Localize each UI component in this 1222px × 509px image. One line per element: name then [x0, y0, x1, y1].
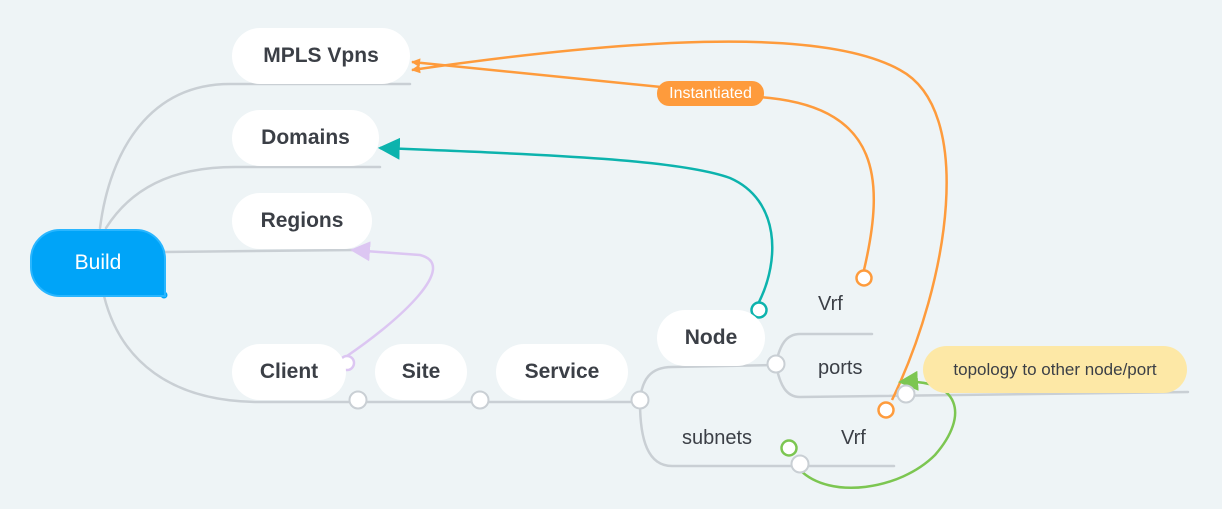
subtopic-subnets[interactable]: subnets	[682, 427, 752, 450]
root-topic-label: Build	[74, 251, 122, 274]
relation-endpoint-vrf-top[interactable]	[855, 269, 873, 287]
topic-client[interactable]: Client	[232, 344, 346, 400]
collapse-handle-service[interactable]	[630, 390, 650, 410]
topic-regions[interactable]: Regions	[232, 193, 372, 249]
relationship-label-topology[interactable]: topology to other node/port	[923, 346, 1187, 393]
subtopic-ports[interactable]: ports	[818, 357, 862, 380]
collapse-handle-ports[interactable]	[896, 384, 916, 404]
topic-service-label: Service	[524, 360, 600, 383]
subtopic-vrf-top[interactable]: Vrf	[818, 293, 843, 316]
subtopic-vrf-top-label: Vrf	[818, 293, 843, 315]
relation-endpoint-vrf-bottom[interactable]	[877, 401, 895, 419]
collapse-handles	[348, 354, 916, 474]
topic-regions-label: Regions	[260, 209, 344, 232]
topic-mpls-vpns-label: MPLS Vpns	[263, 44, 379, 67]
topic-mpls-vpns[interactable]: MPLS Vpns	[232, 28, 410, 84]
relation-endpoint-subnets[interactable]	[780, 439, 798, 457]
topic-domains[interactable]: Domains	[232, 110, 379, 166]
collapse-handle-subnets[interactable]	[790, 454, 810, 474]
topic-site[interactable]: Site	[375, 344, 467, 400]
topic-site-label: Site	[401, 360, 441, 383]
topic-node[interactable]: Node	[657, 310, 765, 366]
branch-build-domains	[104, 165, 382, 230]
collapse-handle-client[interactable]	[348, 390, 368, 410]
relation-client-to-regions	[346, 241, 435, 358]
relation-vrf-bottom-to-mpls	[411, 40, 948, 401]
branch-build-mpls	[98, 82, 412, 230]
relation-node-to-domains	[377, 137, 774, 303]
subtopic-vrf-bottom-label: Vrf	[841, 427, 866, 449]
subtopic-ports-label: ports	[818, 357, 863, 379]
collapse-handle-site[interactable]	[470, 390, 490, 410]
relationship-label-topology-text: topology to other node/port	[953, 359, 1157, 379]
branch-build-regions	[162, 248, 357, 254]
relation-endpoint-node[interactable]	[750, 301, 768, 319]
relationship-label-instantiated-text: Instantiated	[669, 84, 752, 102]
branch-service-node	[638, 363, 778, 402]
branch-lines	[98, 82, 1190, 468]
subtopic-vrf-bottom[interactable]: Vrf	[841, 427, 866, 450]
subtopic-subnets-label: subnets	[682, 427, 753, 449]
branch-build-client	[102, 294, 360, 404]
relation-vrf-to-mpls-instantiated	[411, 58, 876, 271]
branch-service-subnets	[638, 400, 802, 468]
root-topic-build[interactable]: Build	[30, 229, 166, 297]
topic-service[interactable]: Service	[496, 344, 628, 400]
relationship-label-instantiated[interactable]: Instantiated	[657, 81, 764, 106]
topic-client-label: Client	[259, 360, 319, 383]
topic-domains-label: Domains	[261, 126, 350, 149]
topic-node-label: Node	[684, 326, 738, 349]
collapse-handle-node[interactable]	[766, 354, 786, 374]
